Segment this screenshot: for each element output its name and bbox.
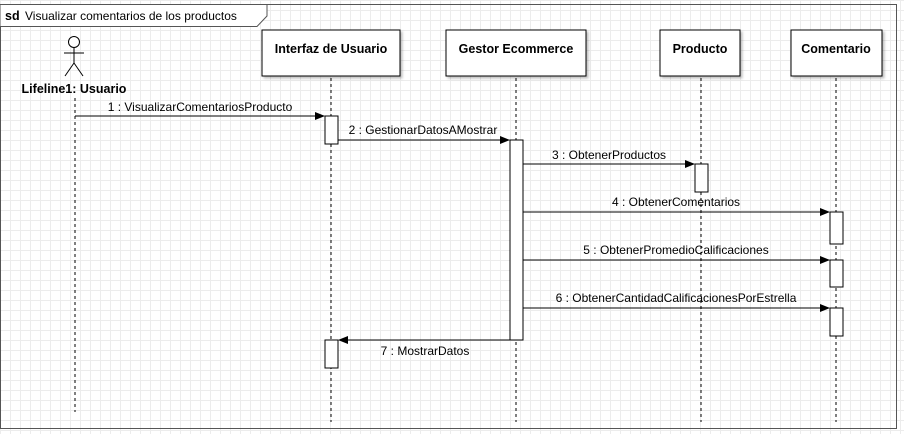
- lifeline-gestor-ecommerce[interactable]: Gestor Ecommerce: [445, 29, 587, 77]
- message-4[interactable]: 4 : ObtenerComentarios: [523, 195, 830, 216]
- message-label: 2 : GestionarDatosAMostrar: [349, 123, 498, 137]
- message-6[interactable]: 6 : ObtenerCantidadCalificacionesPorEstr…: [523, 291, 830, 312]
- activation-bar[interactable]: [829, 259, 844, 288]
- message-label: 1 : VisualizarComentariosProducto: [108, 100, 293, 114]
- frame-border: [0, 4, 897, 429]
- activation-bar[interactable]: [829, 211, 844, 245]
- frame-title: Visualizar comentarios de los productos: [25, 9, 237, 23]
- frame-tab: [0, 4, 268, 27]
- activation-bar[interactable]: [324, 339, 339, 369]
- lifeline-label: Gestor Ecommerce: [459, 42, 574, 56]
- message-2[interactable]: 2 : GestionarDatosAMostrar: [338, 123, 510, 144]
- activation-bar[interactable]: [324, 115, 339, 145]
- frame-keyword: sd: [5, 9, 20, 23]
- actor-figure-icon[interactable]: [64, 36, 84, 77]
- message-label: 3 : ObtenerProductos: [552, 148, 666, 162]
- message-label: 4 : ObtenerComentarios: [612, 195, 740, 209]
- lifeline-label: Interfaz de Usuario: [275, 42, 388, 56]
- activation-bar[interactable]: [694, 163, 709, 193]
- activation-bar[interactable]: [829, 307, 844, 337]
- message-label: 5 : ObtenerPromedioCalificaciones: [583, 243, 768, 257]
- lifeline-interfaz-usuario[interactable]: Interfaz de Usuario: [261, 29, 401, 77]
- lifeline-producto[interactable]: Producto: [659, 29, 741, 77]
- actor-label: Lifeline1: Usuario: [22, 82, 127, 96]
- lifeline-label: Producto: [673, 42, 728, 56]
- message-5[interactable]: 5 : ObtenerPromedioCalificaciones: [523, 243, 830, 264]
- message-1[interactable]: 1 : VisualizarComentariosProducto: [75, 100, 325, 120]
- activation-bar[interactable]: [509, 139, 524, 341]
- message-7[interactable]: 7 : MostrarDatos: [338, 336, 510, 358]
- message-3[interactable]: 3 : ObtenerProductos: [523, 148, 695, 168]
- message-label: 7 : MostrarDatos: [381, 344, 470, 358]
- message-label: 6 : ObtenerCantidadCalificacionesPorEstr…: [556, 291, 797, 305]
- lifeline-label: Comentario: [801, 42, 871, 56]
- lifeline-comentario[interactable]: Comentario: [790, 29, 883, 77]
